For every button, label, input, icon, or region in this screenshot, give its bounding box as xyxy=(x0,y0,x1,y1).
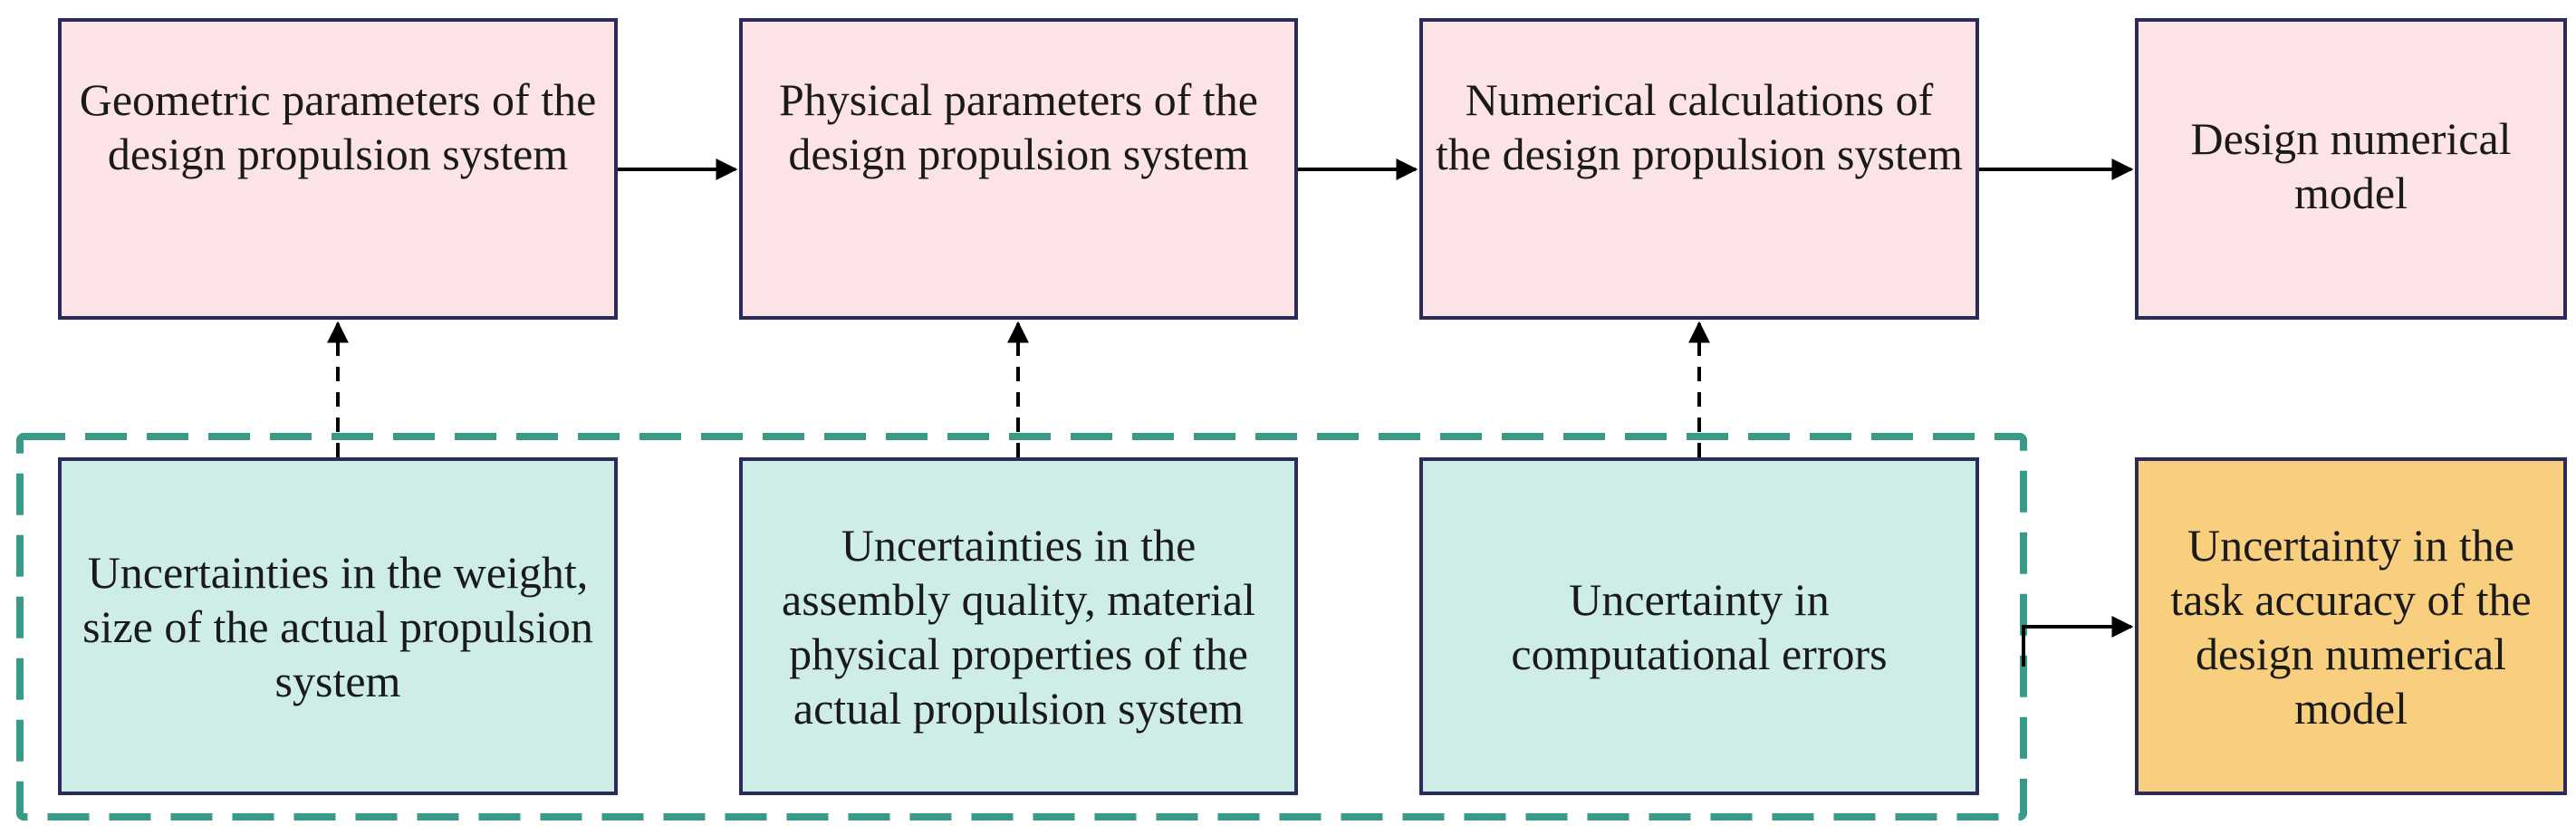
uncertainty-weight-size-label: Uncertainties in the weight, size of the… xyxy=(82,546,593,706)
design-numerical-model-box: Design numerical model xyxy=(2135,18,2567,320)
uncertainty-assembly-box: Uncertainties in the assembly quality, m… xyxy=(739,457,1298,795)
uncertainty-task-accuracy-box: Uncertainty in the task accuracy of the … xyxy=(2135,457,2567,795)
uncertainty-task-accuracy-label: Uncertainty in the task accuracy of the … xyxy=(2170,519,2532,734)
uncertainty-computation-label: Uncertainty in computational errors xyxy=(1511,573,1888,679)
numerical-calculations-label: Numerical calculations of the design pro… xyxy=(1436,74,1963,179)
uncertainty-weight-size-box: Uncertainties in the weight, size of the… xyxy=(58,457,618,795)
geometric-parameters-box: Geometric parameters of the design propu… xyxy=(58,18,618,320)
geometric-parameters-label: Geometric parameters of the design propu… xyxy=(79,74,597,179)
numerical-calculations-box: Numerical calculations of the design pro… xyxy=(1419,18,1979,320)
uncertainty-assembly-label: Uncertainties in the assembly quality, m… xyxy=(782,519,1255,734)
physical-parameters-box: Physical parameters of the design propul… xyxy=(739,18,1298,320)
arrow-group-to-task-uncertainty xyxy=(2022,616,2134,667)
design-numerical-model-label: Design numerical model xyxy=(2190,113,2512,218)
physical-parameters-label: Physical parameters of the design propul… xyxy=(779,74,1258,179)
uncertainty-computation-box: Uncertainty in computational errors xyxy=(1419,457,1979,795)
